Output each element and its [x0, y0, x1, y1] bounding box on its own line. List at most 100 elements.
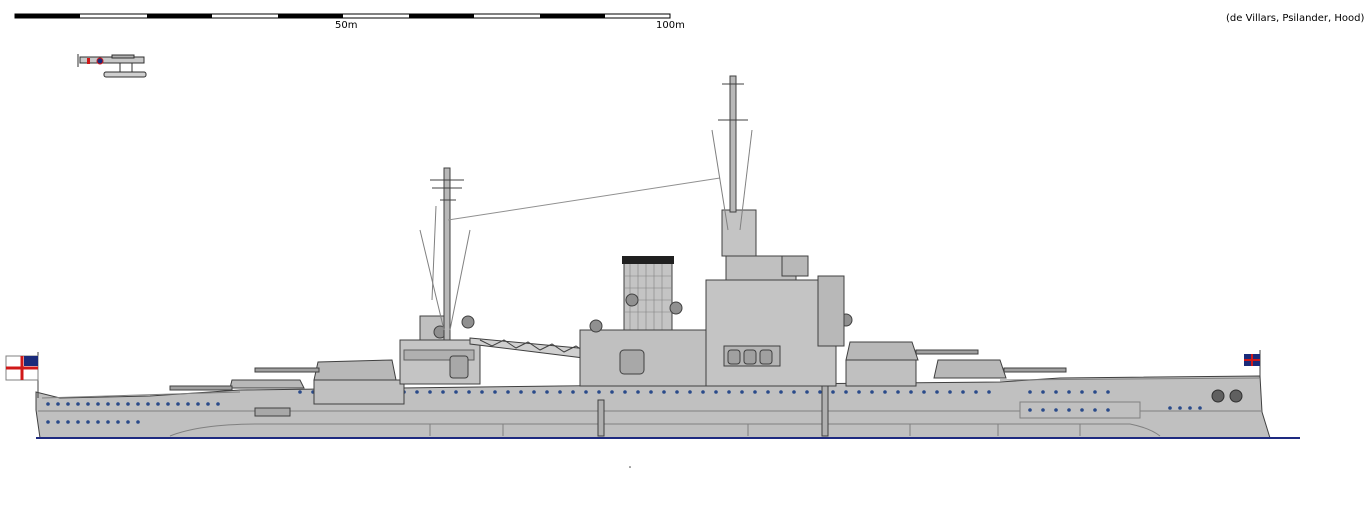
turret-a [169, 379, 305, 391]
porthole [146, 402, 150, 406]
porthole [186, 402, 190, 406]
porthole [441, 390, 445, 394]
porthole [1093, 390, 1097, 394]
porthole [454, 390, 458, 394]
porthole [571, 390, 575, 394]
porthole [106, 420, 110, 424]
porthole [1041, 390, 1045, 394]
stray-dot [629, 466, 631, 468]
porthole [196, 402, 200, 406]
porthole [584, 390, 588, 394]
porthole [519, 390, 523, 394]
porthole [76, 402, 80, 406]
porthole [136, 420, 140, 424]
porthole [206, 402, 210, 406]
hawse-pipes [1211, 389, 1243, 403]
porthole [66, 402, 70, 406]
porthole [156, 402, 160, 406]
porthole [675, 390, 679, 394]
scale-bar [14, 13, 671, 19]
porthole [818, 390, 822, 394]
porthole [136, 402, 140, 406]
porthole [176, 402, 180, 406]
porthole [779, 390, 783, 394]
porthole [1080, 390, 1084, 394]
porthole [1054, 408, 1058, 412]
seaplane-icon [77, 54, 147, 78]
porthole [857, 390, 861, 394]
porthole [558, 390, 562, 394]
porthole [623, 390, 627, 394]
scale-label-100m: 100m [656, 20, 685, 31]
porthole [1028, 408, 1032, 412]
porthole [688, 390, 692, 394]
porthole [714, 390, 718, 394]
midship-superstructure [579, 293, 721, 387]
porthole [76, 420, 80, 424]
porthole [948, 390, 952, 394]
porthole [1067, 390, 1071, 394]
porthole [56, 420, 60, 424]
porthole [545, 390, 549, 394]
porthole [610, 390, 614, 394]
porthole [1198, 406, 1202, 410]
bridge-tower [705, 75, 853, 387]
scale-label-50m: 50m [335, 20, 358, 31]
porthole [909, 390, 913, 394]
porthole [46, 402, 50, 406]
porthole [1054, 390, 1058, 394]
porthole [56, 402, 60, 406]
porthole [1041, 408, 1045, 412]
porthole [987, 390, 991, 394]
porthole [1106, 408, 1110, 412]
porthole [974, 390, 978, 394]
porthole [844, 390, 848, 394]
porthole [701, 390, 705, 394]
porthole [116, 420, 120, 424]
porthole [126, 420, 130, 424]
porthole [96, 420, 100, 424]
porthole [415, 390, 419, 394]
turret-x [845, 341, 979, 387]
porthole [493, 390, 497, 394]
porthole [106, 402, 110, 406]
porthole [961, 390, 965, 394]
porthole [870, 390, 874, 394]
porthole [1028, 390, 1032, 394]
jack-flag-icon [1244, 350, 1261, 378]
porthole [753, 390, 757, 394]
ensign-flag-icon [5, 352, 39, 398]
porthole [428, 390, 432, 394]
porthole [126, 402, 130, 406]
porthole [86, 402, 90, 406]
porthole [1080, 408, 1084, 412]
credits: (de Villars, Psilander, Hood) [1226, 13, 1365, 24]
porthole [662, 390, 666, 394]
porthole [597, 390, 601, 394]
porthole [922, 390, 926, 394]
porthole [1067, 408, 1071, 412]
turret-y [933, 359, 1067, 379]
deck-railing [41, 377, 1261, 399]
funnel [622, 256, 674, 333]
porthole [636, 390, 640, 394]
porthole [649, 390, 653, 394]
turret-b [254, 359, 405, 405]
porthole [116, 402, 120, 406]
porthole [727, 390, 731, 394]
porthole [467, 390, 471, 394]
porthole [506, 390, 510, 394]
porthole [480, 390, 484, 394]
porthole [86, 420, 90, 424]
porthole [896, 390, 900, 394]
porthole [831, 390, 835, 394]
porthole [883, 390, 887, 394]
porthole [1178, 406, 1182, 410]
porthole [96, 402, 100, 406]
porthole [740, 390, 744, 394]
porthole [935, 390, 939, 394]
porthole [532, 390, 536, 394]
porthole [1168, 406, 1172, 410]
